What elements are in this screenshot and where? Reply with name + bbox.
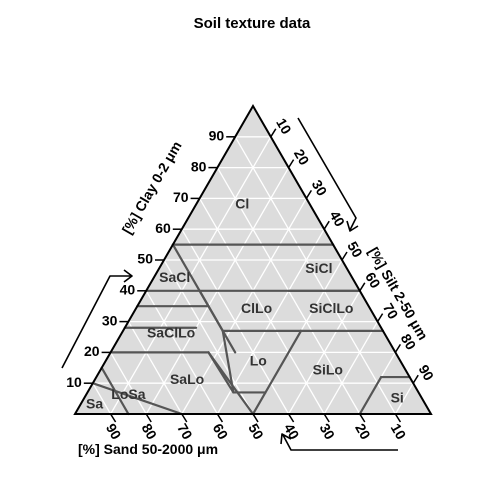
tick-mark	[323, 220, 330, 230]
clay-tick-label: 30	[102, 312, 118, 328]
class-boundary	[358, 375, 383, 416]
grid-line	[288, 290, 361, 415]
sand-tick-label: 20	[352, 421, 374, 443]
class-boundary	[251, 329, 303, 416]
grid-line	[181, 198, 307, 415]
grid-line	[127, 321, 183, 415]
clay-tick-label: 50	[137, 251, 153, 267]
grid-line	[323, 321, 379, 415]
clay-tick-label: 70	[173, 189, 189, 205]
sand-tick-label: 10	[388, 421, 410, 443]
grid-line	[110, 352, 147, 415]
class-label-cllo: ClLo	[241, 300, 272, 316]
sand-tick-label: 80	[139, 421, 161, 443]
tick-mark	[287, 159, 295, 168]
tick-mark	[323, 413, 330, 423]
class-boundary	[207, 351, 255, 416]
tick-mark	[287, 413, 295, 423]
axis-direction-arrows	[61, 117, 398, 451]
tick-mark	[412, 374, 419, 384]
clay-tick-label: 80	[191, 158, 207, 174]
sand-tick-label: 70	[174, 421, 196, 443]
tick-mark	[394, 344, 402, 353]
class-label-silo: SiLo	[313, 362, 343, 378]
sand-axis-label: [%] Sand 50-2000 μm	[78, 441, 218, 457]
silt-tick-label: 40	[327, 208, 349, 230]
chart-title: Soil texture data	[194, 15, 311, 32]
silt-tick-label: 80	[398, 331, 420, 353]
tick-mark	[145, 413, 152, 423]
silt-arrow	[297, 117, 359, 232]
grid-line	[92, 382, 112, 415]
tick-mark	[181, 413, 188, 423]
clay-axis-label: [%] Clay 0-2 μm	[119, 138, 185, 236]
grid-line	[394, 382, 414, 415]
tick-mark	[305, 190, 313, 199]
class-label-lo: Lo	[250, 352, 267, 368]
silt-tick-label: 90	[416, 362, 438, 384]
grid-line	[199, 198, 325, 415]
tick-mark	[376, 313, 384, 322]
class-boundary	[221, 329, 235, 394]
clay-tick-label: 90	[209, 128, 225, 144]
tick-mark	[359, 282, 366, 292]
silt-tick-label: 60	[362, 269, 384, 291]
sand-tick-label: 50	[245, 421, 267, 443]
sand-tick-label: 40	[281, 421, 303, 443]
silt-tick-label: 70	[380, 300, 402, 322]
sand-tick-label: 30	[317, 421, 339, 443]
class-label-losa: LoSa	[111, 386, 145, 402]
class-label-cl: Cl	[235, 195, 249, 211]
clay-tick-label: 10	[66, 374, 82, 390]
silt-tick-label: 20	[291, 146, 313, 168]
class-label-sacl: SaCl	[159, 269, 190, 285]
silt-tick-label: 10	[273, 115, 295, 137]
grid-line	[234, 136, 396, 415]
class-label-si: Si	[391, 389, 404, 405]
grid-line	[163, 259, 254, 415]
tick-mark	[359, 413, 366, 423]
class-boundary	[198, 289, 224, 332]
tick-mark	[394, 413, 402, 423]
class-label-sicllo: SiClLo	[309, 300, 353, 316]
class-label-sicl: SiCl	[305, 260, 332, 276]
sand-tick-label: 90	[103, 421, 125, 443]
tick-mark	[109, 413, 117, 423]
tick-mark	[216, 413, 224, 423]
class-label-sa: Sa	[86, 396, 103, 412]
class-label-sacllo: SaClLo	[147, 325, 195, 341]
sand-tick-label: 60	[210, 421, 232, 443]
clay-tick-label: 20	[84, 343, 100, 359]
tick-mark	[270, 128, 277, 138]
clay-tick-label: 60	[155, 220, 171, 236]
class-boundary	[91, 382, 183, 416]
tick-mark	[252, 413, 259, 423]
clay-arrow	[61, 269, 133, 369]
texture-class-boundaries	[91, 243, 411, 416]
tick-mark	[341, 251, 348, 261]
sand-arrow	[280, 433, 398, 451]
clay-tick-label: 40	[120, 282, 136, 298]
silt-tick-label: 30	[309, 177, 331, 199]
class-label-salo: SaLo	[170, 371, 204, 387]
silt-tick-label: 50	[344, 239, 366, 261]
